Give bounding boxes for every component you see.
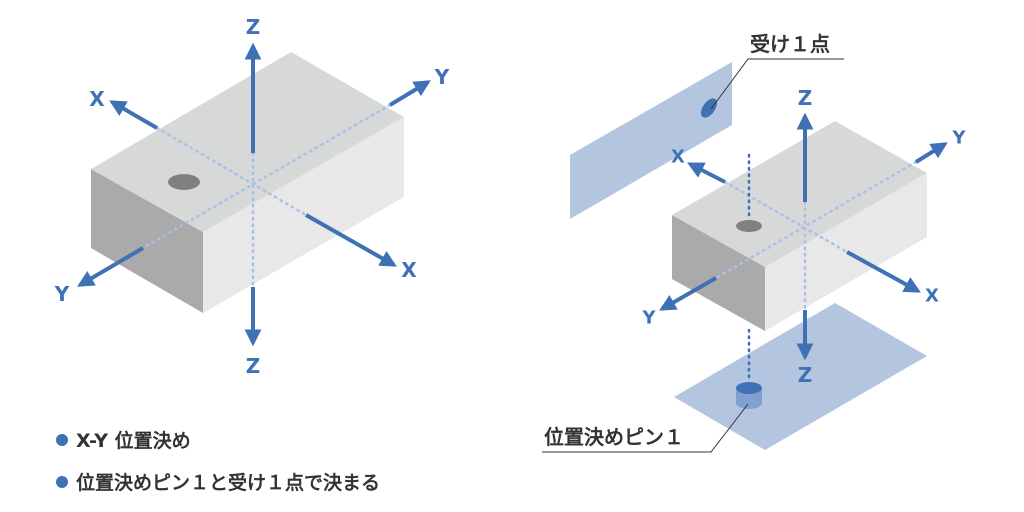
hole bbox=[736, 220, 762, 232]
receiver-plane bbox=[570, 62, 732, 219]
base-plane bbox=[674, 303, 927, 450]
x-right-arrow bbox=[305, 213, 397, 267]
left-block bbox=[91, 52, 404, 313]
right-hidden-axes bbox=[714, 160, 918, 312]
z-down-label: Z bbox=[798, 363, 813, 387]
x-right-label: X bbox=[401, 258, 417, 282]
bullet-text: X-Y 位置決め bbox=[76, 430, 191, 452]
receiver-point bbox=[701, 98, 717, 118]
y-right-label: Y bbox=[434, 65, 450, 89]
receiver-callout-label: 受け１点 bbox=[750, 32, 830, 56]
bullet-item: X-Y 位置決め bbox=[56, 426, 191, 453]
z-up-label: Z bbox=[246, 15, 261, 39]
y-left-arrow bbox=[77, 246, 145, 287]
x-left-label: X bbox=[89, 87, 105, 111]
right-axes bbox=[659, 112, 948, 361]
right-block bbox=[672, 121, 927, 331]
left-axes bbox=[77, 42, 431, 347]
x-right-label: X bbox=[925, 286, 939, 307]
bullet-item: 位置決めピン１と受け１点で決まる bbox=[56, 468, 380, 495]
x-left-label: X bbox=[671, 147, 685, 168]
y-right-label: Y bbox=[951, 128, 966, 149]
z-down-label: Z bbox=[246, 354, 261, 378]
y-left-label: Y bbox=[641, 308, 656, 329]
bullet-dot-icon bbox=[56, 433, 68, 446]
y-right-arrow bbox=[388, 80, 431, 107]
callout-lines bbox=[542, 58, 844, 453]
y-left-label: Y bbox=[54, 282, 70, 306]
bullet-text: 位置決めピン１と受け１点で決まる bbox=[76, 472, 381, 494]
z-up-label: Z bbox=[798, 86, 813, 110]
left-hidden-axes bbox=[141, 103, 392, 289]
bullet-dot-icon bbox=[56, 475, 68, 488]
pin-callout-label: 位置決めピン１ bbox=[544, 425, 684, 449]
positioning-pin bbox=[736, 382, 762, 409]
hole bbox=[168, 174, 200, 190]
x-left-arrow bbox=[109, 100, 159, 130]
